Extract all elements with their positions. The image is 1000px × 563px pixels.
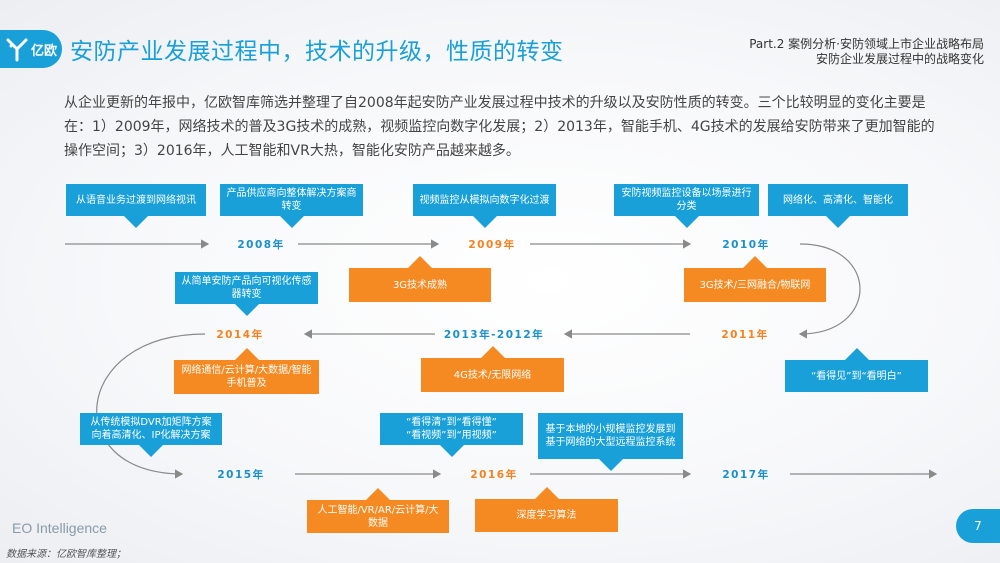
callout-remote-monitoring: 基于本地的小规模监控发展到基于网络的大型远程监控系统 — [538, 413, 683, 471]
section-label-line2: 安防企业发展过程中的战略变化 — [815, 52, 984, 66]
footer-brand: EO Intelligence — [12, 520, 107, 536]
year-label: 2009年 — [468, 238, 515, 251]
callout-dvr-to-ip: 从传统模拟DVR加矩阵方案向着高清化、IP化解决方案 — [80, 413, 222, 457]
timeline-curve-right — [798, 243, 861, 339]
logo-mark-icon — [6, 38, 28, 62]
callout-cloud-bigdata: 网络通信/云计算/大数据/智能手机普及 — [174, 348, 319, 394]
callout-4g-wireless: 4G技术/无限网络 — [421, 346, 564, 392]
page-number: 7 — [956, 509, 1000, 543]
data-source: 数据来源：亿欧智库整理； — [6, 549, 126, 560]
page-title: 安防产业发展过程中，技术的升级，性质的转变 — [70, 39, 564, 65]
section-label: Part.2 案例分析·安防领域上市企业战略布局 安防企业发展过程中的战略变化 — [749, 37, 984, 67]
callout-digital-transition: 视频监控从模拟向数字化过渡 — [413, 184, 556, 228]
callout-3g-iot: 3G技术/三网融合/物联网 — [684, 256, 826, 302]
year-label: 2013年-2012年 — [444, 328, 544, 341]
year-label: 2014年 — [216, 328, 263, 341]
year-label: 2017年 — [722, 468, 769, 481]
callout-deep-learning: 深度学习算法 — [475, 487, 618, 532]
year-label: 2010年 — [722, 238, 769, 251]
timeline-curve-left — [96, 333, 206, 479]
year-label: 2008年 — [237, 238, 284, 251]
callout-hd-intelligent: 网络化、高清化、智能化 — [768, 184, 908, 228]
callout-use-video-text: “看得清”到“看得懂” “看视频”到“用视频” — [406, 417, 497, 441]
callout-see-understand: “看得见”到“看明白” — [785, 348, 928, 392]
callout-use-video: “看得清”到“看得懂” “看视频”到“用视频” — [380, 413, 523, 457]
callout-solution-provider: 产品供应商向整体解决方案商转变 — [220, 184, 363, 228]
callout-network-video: 从语音业务过渡到网络视讯 — [66, 184, 206, 228]
year-label: 2015年 — [217, 468, 264, 481]
intro-paragraph: 从企业更新的年报中，亿欧智库筛选并整理了自2008年起安防产业发展过程中技术的升… — [64, 95, 935, 159]
callout-scenario-classification: 安防视频监控设备以场景进行分类 — [614, 184, 759, 228]
logo-text: 亿欧 — [30, 43, 57, 59]
section-label-line1: Part.2 案例分析·安防领域上市企业战略布局 — [749, 37, 984, 51]
callout-ai-vr-ar: 人工智能/VR/AR/云计算/大数据 — [307, 488, 449, 533]
year-label: 2016年 — [470, 468, 517, 481]
year-label: 2011年 — [721, 328, 768, 341]
callout-visual-sensor: 从简单安防产品向可视化传感器转变 — [175, 272, 318, 316]
logo: 亿欧 — [0, 30, 62, 68]
callout-3g-mature: 3G技术成熟 — [349, 256, 491, 302]
